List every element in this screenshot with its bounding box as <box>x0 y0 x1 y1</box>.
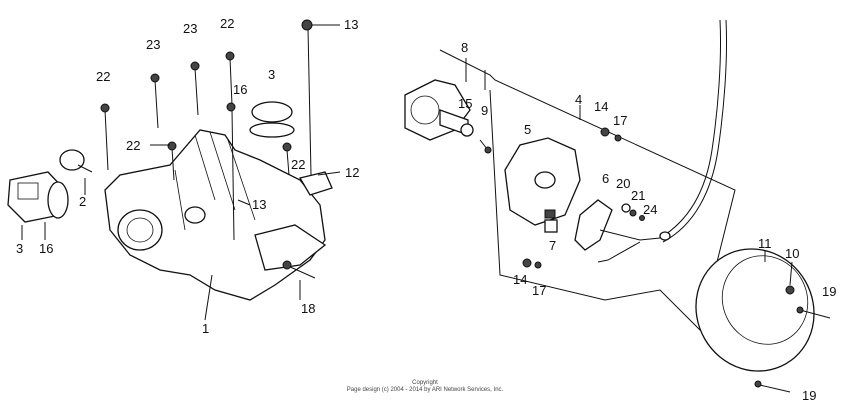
callout-22-mid-left: 22 <box>126 138 141 153</box>
callout-3-top: 3 <box>268 67 276 82</box>
callout-7: 7 <box>549 238 557 253</box>
callout-23-right: 23 <box>183 21 198 36</box>
cap-top <box>249 101 295 138</box>
callout-16-left: 16 <box>39 241 54 256</box>
callout-10: 10 <box>785 246 800 261</box>
callout-22-upper-left: 22 <box>96 69 111 84</box>
plug <box>59 149 93 173</box>
callout-16-top: 16 <box>233 82 248 97</box>
bolt-18 <box>282 260 316 279</box>
condenser <box>544 219 558 233</box>
callout-18: 18 <box>301 301 316 316</box>
callout-5: 5 <box>524 122 532 137</box>
copyright-line2: Page design (c) 2004 - 2014 by ARI Netwo… <box>346 387 504 393</box>
contact-points <box>574 199 661 251</box>
callout-21: 21 <box>631 188 646 203</box>
cylinder-head-cover <box>104 129 327 301</box>
callout-3-left: 3 <box>16 241 24 256</box>
breaker-plate-frame <box>439 49 736 331</box>
callout-19-upper: 19 <box>822 284 837 299</box>
callout-17-lower: 17 <box>532 283 547 298</box>
callout-14-lower: 14 <box>513 272 528 287</box>
callout-22-mid-right: 22 <box>291 157 306 172</box>
callout-23-left: 23 <box>146 37 161 52</box>
washers-small <box>522 127 645 269</box>
breaker-plate <box>504 137 581 226</box>
callout-9: 9 <box>481 103 489 118</box>
callout-17-upper: 17 <box>613 113 628 128</box>
callout-12: 12 <box>345 165 360 180</box>
bracket <box>298 171 333 196</box>
cap-left <box>7 171 69 223</box>
callout-14-upper: 14 <box>594 99 609 114</box>
callout-13-mid: 13 <box>252 197 267 212</box>
callout-19-lower: 19 <box>802 388 817 403</box>
bolts-group <box>100 19 313 241</box>
breaker-housing <box>404 79 492 154</box>
callout-20: 20 <box>616 176 631 191</box>
callout-15: 15 <box>458 96 473 111</box>
callout-8: 8 <box>461 40 469 55</box>
leader-lines-left <box>21 24 341 321</box>
callout-13-top: 13 <box>344 17 359 32</box>
point-cover <box>695 248 831 393</box>
callout-4: 4 <box>575 92 583 107</box>
callout-24: 24 <box>643 202 658 217</box>
callout-11: 11 <box>758 236 772 251</box>
callout-6: 6 <box>602 171 610 186</box>
cable <box>597 19 728 263</box>
copyright-line1: Copyright <box>412 380 438 386</box>
callout-1: 1 <box>202 321 210 336</box>
callout-22-top: 22 <box>220 16 235 31</box>
callout-2: 2 <box>79 194 87 209</box>
